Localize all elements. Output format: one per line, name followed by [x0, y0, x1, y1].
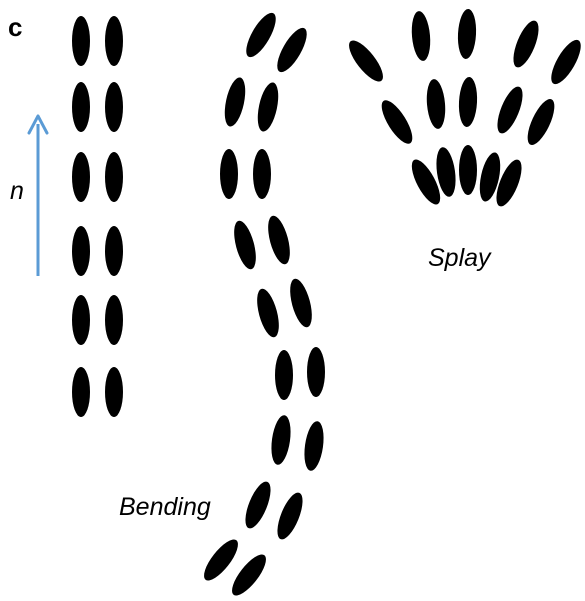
director-label: n	[10, 177, 24, 205]
splay-label: Splay	[428, 244, 492, 272]
molecule	[492, 83, 527, 136]
molecule	[72, 226, 90, 276]
molecule	[307, 347, 325, 397]
molecule	[508, 17, 543, 70]
molecule	[376, 96, 418, 148]
molecule	[72, 16, 90, 66]
molecule	[241, 9, 282, 61]
molecule	[105, 367, 123, 417]
bending-label: Bending	[119, 493, 211, 521]
molecule	[272, 489, 307, 542]
molecule	[253, 149, 271, 199]
panel-label: c	[8, 12, 22, 42]
molecule	[230, 219, 260, 272]
molecule	[269, 414, 294, 466]
molecule	[522, 96, 559, 149]
splay-molecule-fan	[344, 9, 585, 210]
molecule	[458, 77, 479, 128]
molecule	[425, 78, 447, 129]
molecule	[105, 295, 123, 345]
molecule	[286, 277, 316, 330]
aligned-molecule-column	[72, 16, 123, 417]
molecule	[105, 16, 123, 66]
molecule	[546, 36, 585, 88]
molecule	[72, 82, 90, 132]
molecule	[105, 82, 123, 132]
molecule	[459, 145, 477, 195]
molecule	[275, 350, 293, 400]
molecule	[410, 10, 432, 61]
molecule	[264, 214, 294, 267]
molecule	[72, 295, 90, 345]
molecule	[254, 81, 282, 134]
molecule	[457, 9, 478, 60]
molecule	[302, 420, 327, 472]
molecule	[72, 367, 90, 417]
molecule	[72, 152, 90, 202]
molecule	[272, 24, 313, 76]
molecule	[253, 287, 283, 340]
bending-molecule-column	[199, 9, 327, 600]
molecule	[240, 478, 275, 531]
molecule	[220, 149, 238, 199]
molecule	[221, 76, 249, 129]
molecule	[105, 152, 123, 202]
molecule	[344, 36, 389, 86]
director-arrow	[29, 116, 47, 276]
molecule	[105, 226, 123, 276]
